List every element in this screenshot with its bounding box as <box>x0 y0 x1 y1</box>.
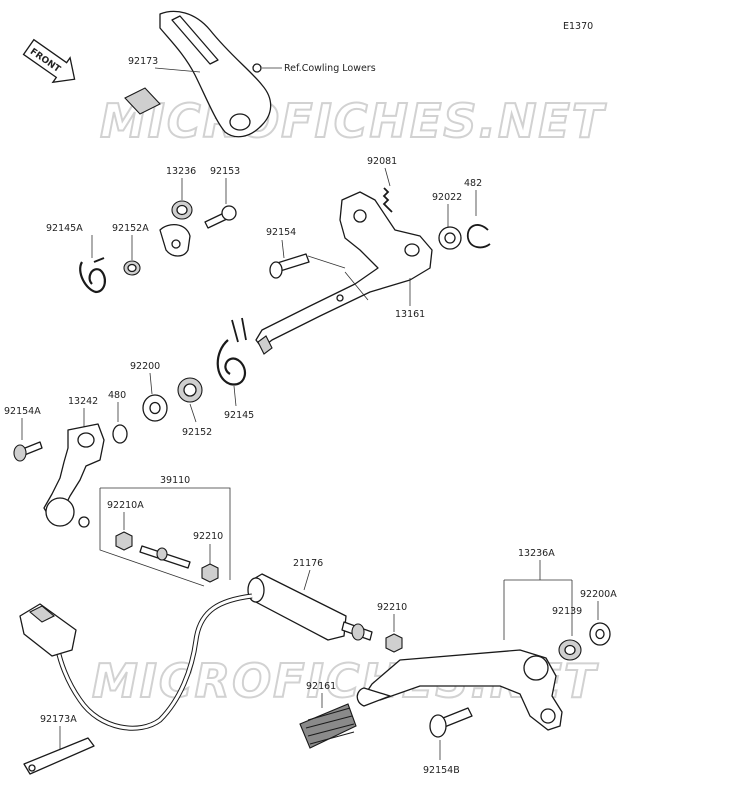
gear-cover-part <box>159 10 272 138</box>
shift-sensor-part-21176 <box>247 573 373 641</box>
label-13161: 13161 <box>395 309 425 320</box>
label-92154A: 92154A <box>4 406 41 417</box>
reference-note: Ref.Cowling Lowers <box>284 63 376 74</box>
circlip-part-480 <box>112 424 128 444</box>
nut-part-92210a <box>201 563 219 583</box>
label-92145: 92145 <box>224 410 254 421</box>
label-92145A: 92145A <box>46 223 83 234</box>
label-92139: 92139 <box>552 606 582 617</box>
label-92210A: 92210A <box>107 500 144 511</box>
bolt-part-92154B <box>429 707 473 738</box>
label-92161: 92161 <box>306 681 336 692</box>
clamp-strap-part-92173A <box>23 737 95 775</box>
collar-part-92139 <box>558 639 582 661</box>
label-13236: 13236 <box>166 166 196 177</box>
diagram-code: E1370 <box>563 21 593 32</box>
label-92200A: 92200A <box>580 589 617 600</box>
front-arrow-icon <box>22 38 76 84</box>
nut-part-92210b <box>385 633 403 653</box>
label-92210a: 92210 <box>193 531 223 542</box>
shift-rod-end-part-13242 <box>43 423 105 528</box>
nut-part-92210A <box>115 531 133 551</box>
bolt-part-92153 <box>204 205 237 229</box>
shift-shaft-part-13161 <box>255 191 433 355</box>
clip-part-92173 <box>124 87 161 115</box>
connector-part <box>19 603 77 657</box>
spring-part-92081 <box>382 187 393 213</box>
washer-part-92022 <box>438 226 462 250</box>
spring-part-92145A <box>79 257 106 294</box>
bolt-part-92154 <box>269 253 310 279</box>
label-92022: 92022 <box>432 192 462 203</box>
bolt-part-92154A <box>13 441 43 462</box>
washer-part-92200A <box>589 622 611 646</box>
watermark-top: MICROFICHES.NET <box>100 94 607 148</box>
collar-part-92152A <box>123 260 141 276</box>
label-92210b: 92210 <box>377 602 407 613</box>
label-39110: 39110 <box>160 475 190 486</box>
label-92173: 92173 <box>128 56 158 67</box>
label-92081: 92081 <box>367 156 397 167</box>
washer-part-92200 <box>142 394 168 422</box>
roller-part-13236 <box>171 200 193 220</box>
label-480: 480 <box>108 390 126 401</box>
spring-part-92145 <box>216 317 247 386</box>
collar-part-92152 <box>177 377 203 403</box>
label-92173A: 92173A <box>40 714 77 725</box>
label-21176: 21176 <box>293 558 323 569</box>
circlip-part-482 <box>466 224 491 249</box>
label-92153: 92153 <box>210 166 240 177</box>
pedal-rubber-part-92161 <box>299 703 357 749</box>
lever-plate-part <box>159 224 191 257</box>
label-92152: 92152 <box>182 427 212 438</box>
label-92152A: 92152A <box>112 223 149 234</box>
label-92154B: 92154B <box>423 765 460 776</box>
label-13236A: 13236A <box>518 548 555 559</box>
label-482: 482 <box>464 178 482 189</box>
shift-pedal-part-13236A <box>356 649 563 731</box>
label-92154: 92154 <box>266 227 296 238</box>
label-92200: 92200 <box>130 361 160 372</box>
label-13242: 13242 <box>68 396 98 407</box>
sensor-cable <box>55 593 253 731</box>
stud-bolt-part <box>139 545 191 569</box>
front-direction-badge: FRONT <box>22 38 76 84</box>
